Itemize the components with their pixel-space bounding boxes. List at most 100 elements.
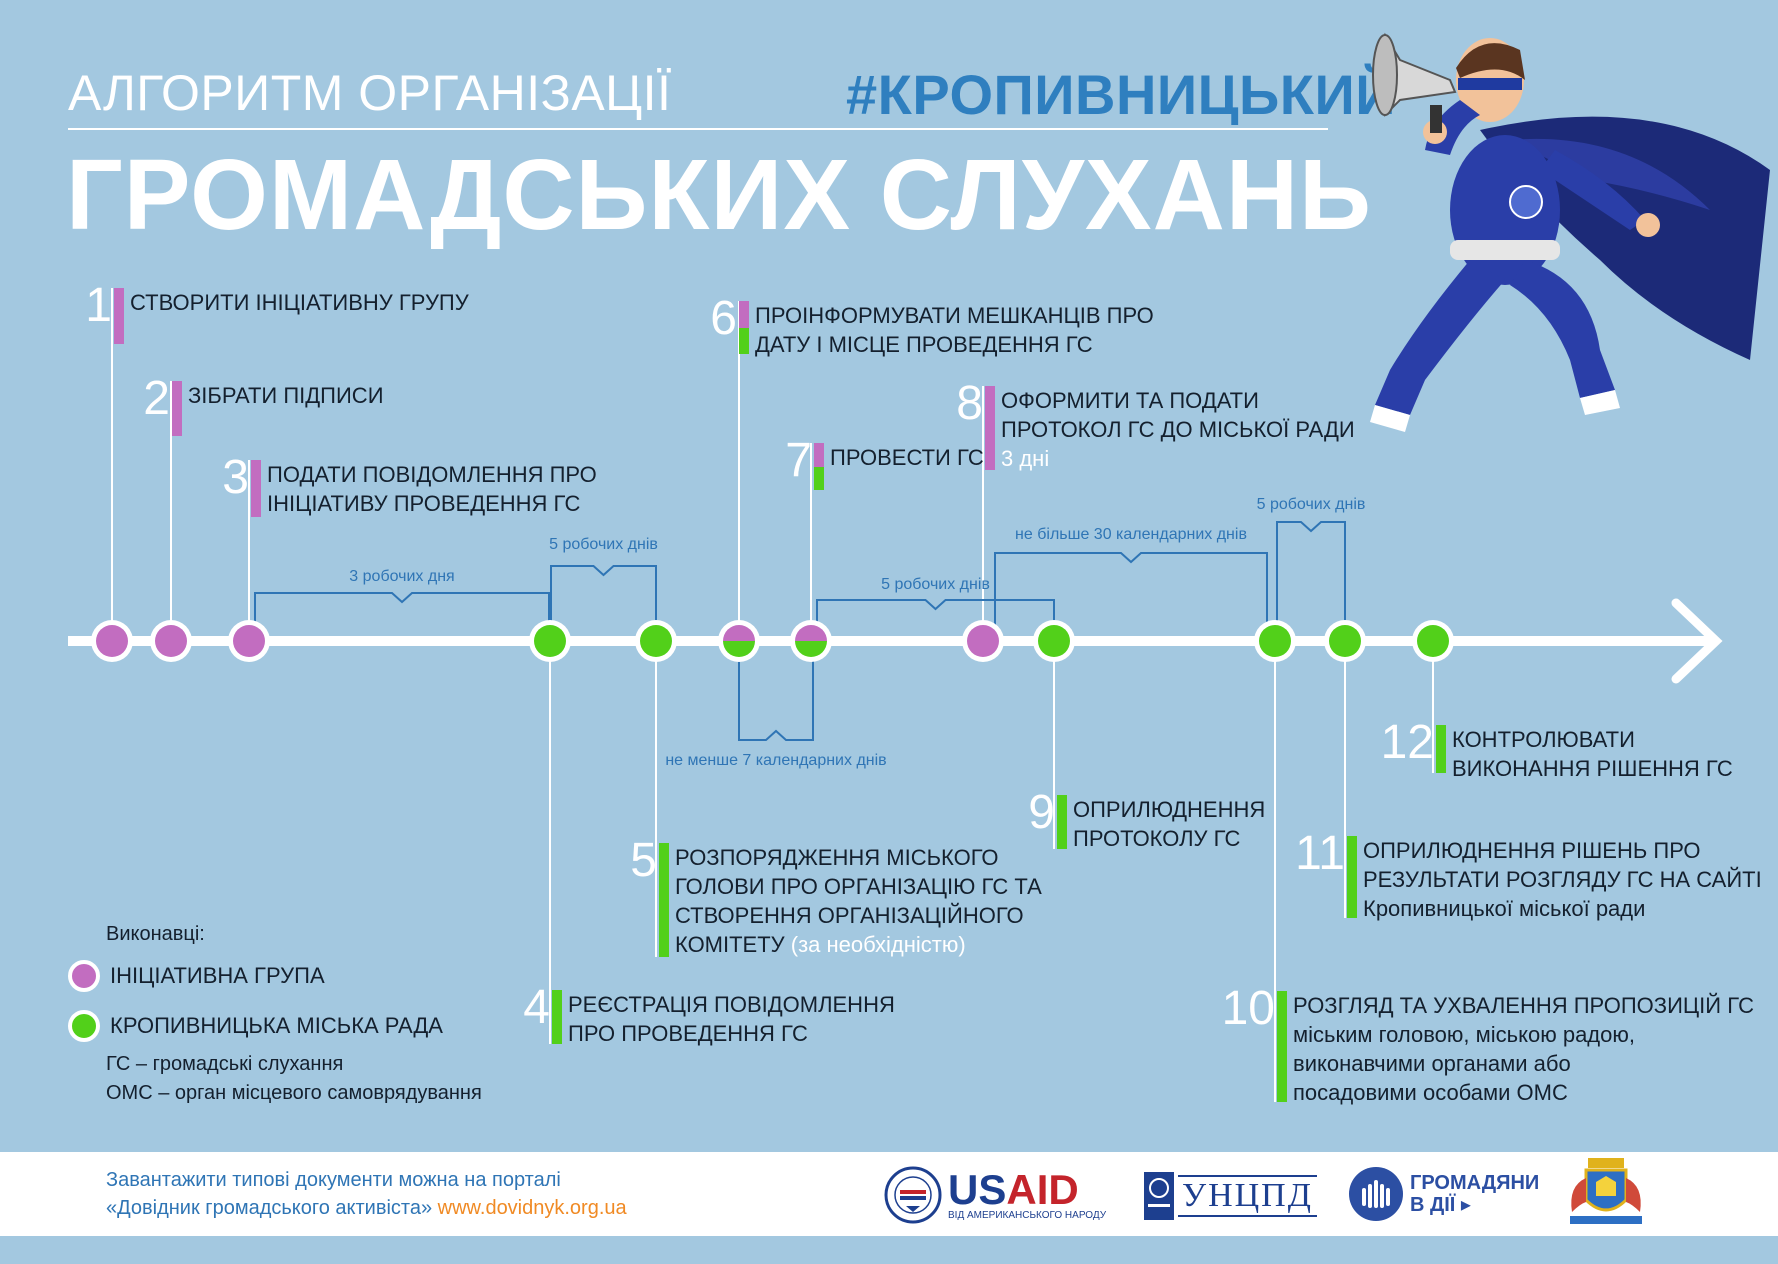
step-text-line-content: РОЗПОРЯДЖЕННЯ МІСЬКОГО <box>675 845 999 870</box>
step-number: 5 <box>630 834 657 887</box>
duration-bracket-6 <box>1276 521 1346 630</box>
step-text-line: ОФОРМИТИ ТА ПОДАТИ <box>1001 386 1355 415</box>
step-text: ОФОРМИТИ ТА ПОДАТИ ПРОТОКОЛ ГС ДО МІСЬКОЇ… <box>1001 386 1355 473</box>
step-text-line-content: СТВОРИТИ ІНІЦІАТИВНУ ГРУПУ <box>130 290 469 315</box>
step-note: (за необхідністю) <box>784 932 966 957</box>
step-7-node-top <box>795 625 827 641</box>
step-number: 3 <box>222 451 249 504</box>
footer-website-link[interactable]: www.dovidnyk.org.ua <box>437 1197 627 1219</box>
step-text: РОЗГЛЯД ТА УХВАЛЕННЯ ПРОПОЗИЦІЙ ГС міськи… <box>1293 991 1754 1107</box>
duration-bracket-3 <box>738 652 814 741</box>
step-text-line-content: ПРОВЕСТИ ГС <box>830 445 984 470</box>
step-text-line: ПРОІНФОРМУВАТИ МЕШКАНЦІВ ПРО <box>755 301 1154 330</box>
step-number: 8 <box>956 377 983 430</box>
hromadiany-line-1: ГРОМАДЯНИ <box>1410 1172 1540 1194</box>
step-number: 1 <box>85 279 112 332</box>
step-text-line-content: ПРОТОКОЛ ГС ДО МІСЬКОЇ РАДИ <box>1001 417 1355 442</box>
abbreviation-oms: ОМС – орган місцевого самоврядування <box>106 1082 482 1104</box>
step-text-line-content: міським головою, міською радою, <box>1293 1022 1635 1047</box>
step-9-node <box>1038 625 1070 657</box>
uncpd-text: УНЦПД <box>1182 1177 1313 1214</box>
step-text-line: СТВОРЕННЯ ОРГАНІЗАЦІЙНОГО <box>675 901 1042 930</box>
step-12-node <box>1417 625 1449 657</box>
usaid-seal-icon <box>884 1166 942 1224</box>
step-number: 11 <box>1295 827 1345 880</box>
legend-dot-council <box>68 1010 100 1042</box>
step-4-node <box>534 625 566 657</box>
step-text-line-content: Кропивницької міської ради <box>1363 896 1646 921</box>
step-text-line: ЗІБРАТИ ПІДПИСИ <box>188 381 384 410</box>
step-text-line-content: ГОЛОВИ ПРО ОРГАНІЗАЦІЮ ГС ТА <box>675 874 1042 899</box>
step-text-line-content: РОЗГЛЯД ТА УХВАЛЕННЯ ПРОПОЗИЦІЙ ГС <box>1293 993 1755 1018</box>
step-text-line: КОМІТЕТУ (за необхідністю) <box>675 930 1042 959</box>
step-text-line-content: ЗІБРАТИ ПІДПИСИ <box>188 383 384 408</box>
hromadiany-v-dii-logo: ГРОМАДЯНИ В ДІЇ ▸ <box>1348 1166 1539 1222</box>
executor-bar <box>985 386 995 470</box>
step-number: 9 <box>1028 786 1055 839</box>
step-text-line: РЕЗУЛЬТАТИ РОЗГЛЯДУ ГС НА САЙТІ <box>1363 865 1762 894</box>
duration-label-3: не менше 7 календарних днів <box>665 752 887 769</box>
step-7-node-bottom <box>795 641 827 657</box>
title-public-hearings: ГРОМАДСЬКИХ СЛУХАНЬ <box>66 139 1372 251</box>
step-number: 6 <box>710 292 737 345</box>
executor-bar <box>1347 836 1357 918</box>
step-text-line: ІНІЦІАТИВУ ПРОВЕДЕННЯ ГС <box>267 489 597 518</box>
step-text: ПРОВЕСТИ ГС <box>830 443 984 472</box>
duration-bracket-5 <box>994 552 1268 630</box>
step-number: 7 <box>785 434 812 487</box>
kropyvnytskyi-coat-of-arms <box>1558 1156 1654 1230</box>
step-1-node <box>96 625 128 657</box>
duration-label-2: 5 робочих днів <box>549 536 658 553</box>
step-text-line-content: КОМІТЕТУ <box>675 932 785 957</box>
step-text: ЗІБРАТИ ПІДПИСИ <box>188 381 384 410</box>
step-text-line: ВИКОНАННЯ РІШЕННЯ ГС <box>1452 754 1733 783</box>
legend-title: Виконавці: <box>106 923 205 945</box>
usaid-subtitle: ВІД АМЕРИКАНСЬКОГО НАРОДУ <box>948 1209 1107 1221</box>
step-text-line: ПРО ПРОВЕДЕННЯ ГС <box>568 1019 895 1048</box>
step-text-line-content: ОПРИЛЮДНЕННЯ <box>1073 797 1266 822</box>
step-text-line: ГОЛОВИ ПРО ОРГАНІЗАЦІЮ ГС ТА <box>675 872 1042 901</box>
step-text-line: ПРОВЕСТИ ГС <box>830 443 984 472</box>
step-text-line-content: ОФОРМИТИ ТА ПОДАТИ <box>1001 388 1259 413</box>
step-text-line: ПРОТОКОЛ ГС ДО МІСЬКОЇ РАДИ <box>1001 415 1355 444</box>
step-text-line-content: посадовими особами ОМС <box>1293 1080 1568 1105</box>
footer-portal-name: «Довідник громадського активіста» <box>106 1197 438 1219</box>
executor-bar-initiative <box>739 301 749 328</box>
uncpd-logo: УНЦПД <box>1144 1172 1317 1220</box>
duration-label-1: 3 робочих дня <box>349 568 455 585</box>
duration-bracket-2 <box>550 565 657 630</box>
executor-bar-council <box>739 327 749 354</box>
hashtag-city: #КРОПИВНИЦЬКИЙ <box>846 63 1396 126</box>
step-text-line: ОПРИЛЮДНЕННЯ <box>1073 795 1265 824</box>
duration-label-6: 5 робочих днів <box>1256 496 1366 513</box>
step-text: СТВОРИТИ ІНІЦІАТИВНУ ГРУПУ <box>130 288 469 317</box>
step-5: 5 РОЗПОРЯДЖЕННЯ МІСЬКОГО ГОЛОВИ ПРО ОРГАНІ… <box>630 837 1042 959</box>
step-text-line-content: ІНІЦІАТИВУ ПРОВЕДЕННЯ ГС <box>267 491 581 516</box>
step-text-line-content: ДАТУ І МІСЦЕ ПРОВЕДЕННЯ ГС <box>755 332 1093 357</box>
abbreviation-gs: ГС – громадські слухання <box>106 1053 344 1075</box>
step-1: 1 СТВОРИТИ ІНІЦІАТИВНУ ГРУПУ <box>85 282 469 344</box>
legend-item-city-council: КРОПИВНИЦЬКА МІСЬКА РАДА <box>68 1010 443 1042</box>
step-text-line: Кропивницької міської ради <box>1363 894 1762 923</box>
step-5-node <box>640 625 672 657</box>
step-text-line: ОПРИЛЮДНЕННЯ РІШЕНЬ ПРО <box>1363 836 1762 865</box>
timeline-arrow-icon <box>1671 598 1723 684</box>
people-group-icon <box>1349 1167 1403 1221</box>
step-8: 8 ОФОРМИТИ ТА ПОДАТИ ПРОТОКОЛ ГС ДО МІСЬКО… <box>956 380 1355 473</box>
step-text-line: СТВОРИТИ ІНІЦІАТИВНУ ГРУПУ <box>130 288 469 317</box>
step-number: 12 <box>1380 716 1434 769</box>
step-text-line-content: ПРО ПРОВЕДЕННЯ ГС <box>568 1021 808 1046</box>
usaid-text: USAID <box>948 1165 1079 1213</box>
step-text-line: посадовими особами ОМС <box>1293 1078 1754 1107</box>
